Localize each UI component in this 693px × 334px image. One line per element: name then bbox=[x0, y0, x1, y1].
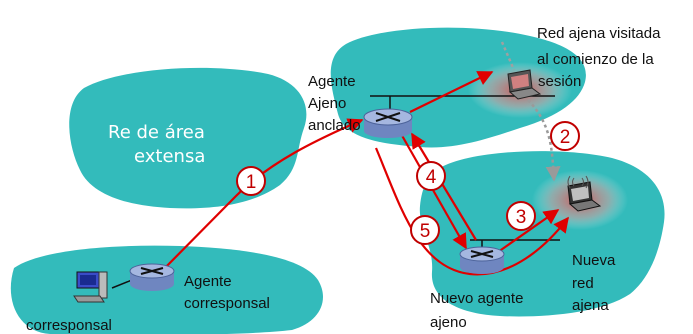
arrow-anchor-to-visited bbox=[409, 71, 494, 113]
corr-host-label: corresponsal bbox=[26, 317, 112, 334]
step-2: 2 bbox=[550, 121, 580, 151]
anchor-router-icon bbox=[363, 108, 413, 138]
new-net-label-line1: Nueva bbox=[572, 252, 616, 269]
visited-laptop-icon bbox=[507, 69, 542, 100]
step-3: 3 bbox=[506, 201, 536, 231]
visited-label-line1: Red ajena visitada bbox=[537, 25, 661, 42]
correspondent-network bbox=[10, 245, 323, 334]
svg-text:2: 2 bbox=[560, 127, 571, 148]
corr-agent-label-line2: corresponsal bbox=[184, 295, 270, 312]
svg-text:3: 3 bbox=[516, 207, 527, 228]
arrow-3 bbox=[497, 209, 560, 253]
wan-label-line2: extensa bbox=[134, 146, 205, 167]
new-agent-label-line2: ajeno bbox=[430, 314, 467, 331]
visited-label-line2: al comienzo de la bbox=[537, 51, 654, 68]
corr-agent-label-line1: Agente bbox=[184, 273, 232, 290]
visited-label-line3: sesión bbox=[538, 73, 581, 90]
anchor-label-line1: Agente bbox=[308, 73, 356, 90]
corr-router-icon bbox=[129, 263, 175, 291]
new-router-icon bbox=[459, 246, 505, 274]
anchor-label-line2: Ajeno bbox=[308, 95, 346, 112]
svg-text:5: 5 bbox=[420, 221, 431, 242]
arrow-4-up bbox=[411, 132, 477, 241]
new-agent-label-line1: Nuevo agente bbox=[430, 290, 523, 307]
desktop-computer-icon bbox=[73, 271, 108, 303]
step-5: 5 bbox=[410, 215, 440, 245]
svg-text:4: 4 bbox=[426, 167, 437, 188]
anchor-label-line3: anclado bbox=[308, 117, 361, 134]
mobile-movement-arrow bbox=[527, 99, 561, 182]
step-4: 4 bbox=[416, 161, 446, 191]
wireless-icon bbox=[567, 175, 589, 189]
arrow-5 bbox=[374, 147, 569, 276]
mobile-laptop-icon bbox=[567, 175, 602, 212]
corr-link bbox=[111, 279, 133, 289]
new-net-label-line3: ajena bbox=[572, 297, 609, 314]
wan-label-line1: Re de área bbox=[108, 122, 205, 143]
step-1: 1 bbox=[236, 166, 266, 196]
new-net-label-line2: red bbox=[572, 275, 594, 292]
wireless-dots bbox=[500, 41, 516, 71]
svg-text:1: 1 bbox=[246, 172, 257, 193]
